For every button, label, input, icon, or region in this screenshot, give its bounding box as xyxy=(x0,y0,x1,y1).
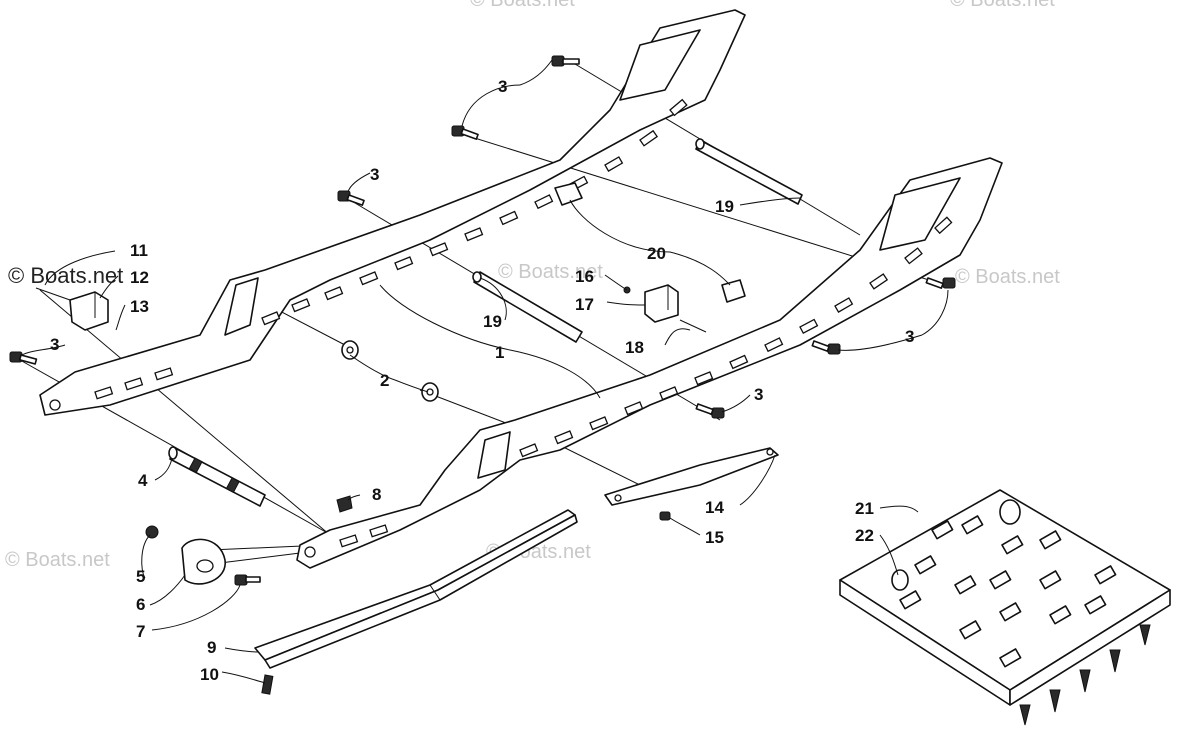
bolt-mid-left xyxy=(337,190,365,206)
left-rail-upper xyxy=(39,9,746,416)
callout-labels: 3 3 3 3 3 1 2 4 5 6 7 8 9 10 11 12 13 14… xyxy=(50,77,914,684)
callout-9: 9 xyxy=(207,638,216,657)
callout-3-left: 3 xyxy=(50,335,59,354)
callout-15: 15 xyxy=(705,528,724,547)
callout-5: 5 xyxy=(136,567,145,586)
callout-16: 16 xyxy=(575,267,594,286)
watermark-main: © Boats.net xyxy=(8,263,123,288)
right-rail-lower xyxy=(296,157,1003,569)
slide-block-center xyxy=(623,284,707,333)
callout-22: 22 xyxy=(855,526,874,545)
callout-12: 12 xyxy=(130,268,149,287)
callout-3-center: 3 xyxy=(754,385,763,404)
callout-21: 21 xyxy=(855,499,874,518)
callout-3-top: 3 xyxy=(498,77,507,96)
callout-8: 8 xyxy=(372,485,381,504)
hyfax-slide xyxy=(254,509,578,695)
callout-14: 14 xyxy=(705,498,724,517)
track-clips xyxy=(899,515,1117,668)
track-section xyxy=(839,489,1171,726)
callout-18: 18 xyxy=(625,338,644,357)
rail-lower-slots xyxy=(339,216,953,548)
callout-19-lower: 19 xyxy=(483,312,502,331)
callout-leaders xyxy=(21,59,949,684)
track-lugs xyxy=(1019,624,1151,726)
callout-20: 20 xyxy=(647,244,666,263)
rail-upper-slots xyxy=(94,98,688,400)
bolt-top-left xyxy=(451,125,479,140)
callout-17: 17 xyxy=(575,295,594,314)
callout-4: 4 xyxy=(138,471,148,490)
callout-7: 7 xyxy=(136,622,145,641)
watermark-left-lower: © Boats.net xyxy=(5,549,110,571)
callout-19-upper: 19 xyxy=(715,197,734,216)
bolt-left xyxy=(9,351,38,365)
callout-3-mid-left: 3 xyxy=(370,165,379,184)
callout-6: 6 xyxy=(136,595,145,614)
cross-shaft-upper xyxy=(695,138,803,205)
callout-2: 2 xyxy=(380,371,389,390)
callout-10: 10 xyxy=(200,665,219,684)
callout-3-right: 3 xyxy=(905,327,914,346)
rear-axle xyxy=(168,446,266,507)
bolt-center xyxy=(695,403,725,419)
callout-1: 1 xyxy=(495,343,504,362)
bolt-right xyxy=(925,277,956,289)
slide-block-left xyxy=(35,287,109,331)
bolts xyxy=(9,55,956,419)
watermark-top-center: © Boats.net xyxy=(470,0,575,11)
watermark-center: © Boats.net xyxy=(498,261,603,283)
watermark-right: © Boats.net xyxy=(955,266,1060,288)
cross-shaft-lower xyxy=(472,271,583,343)
wear-bar xyxy=(604,447,779,521)
idler-wheel xyxy=(145,495,353,586)
bolt-right-mid xyxy=(811,340,841,355)
spacer-washers xyxy=(341,340,439,402)
callout-13: 13 xyxy=(130,297,149,316)
callout-11: 11 xyxy=(130,241,148,260)
bushings xyxy=(554,182,746,303)
watermark-top-right: © Boats.net xyxy=(950,0,1055,11)
bolt-top xyxy=(551,55,580,67)
